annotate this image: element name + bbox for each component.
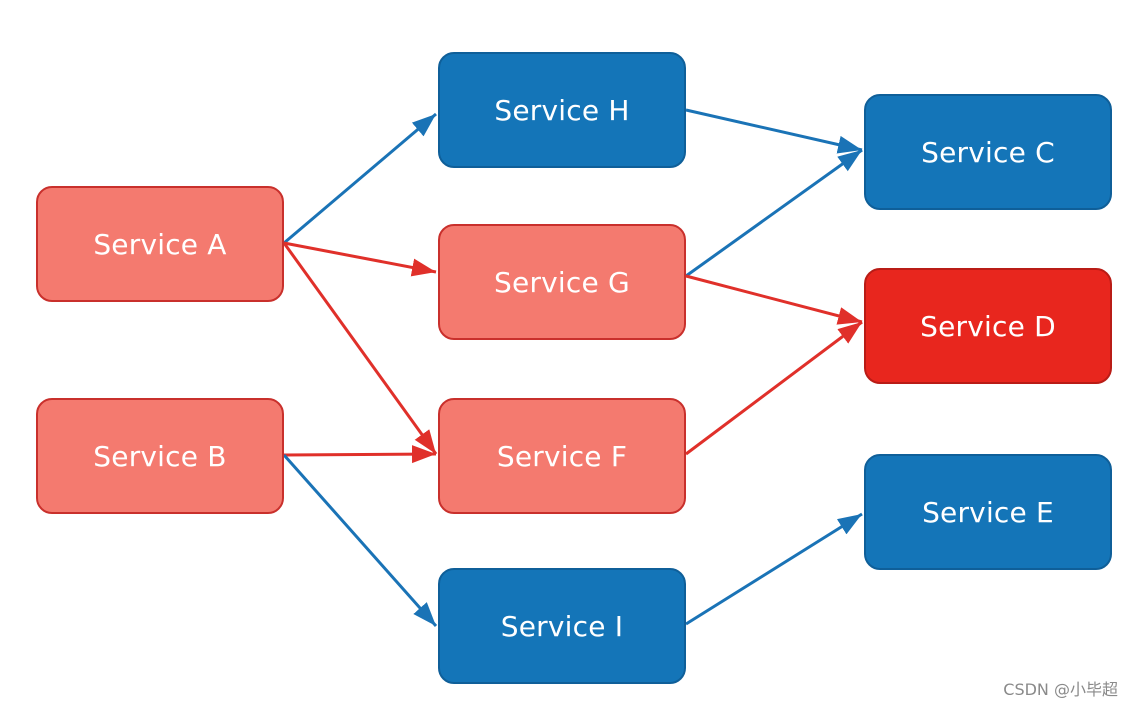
service-i-node: Service I — [438, 568, 686, 684]
service-b-node: Service B — [36, 398, 284, 514]
service-d-label: Service D — [920, 309, 1056, 343]
edge-i-to-e — [685, 512, 863, 626]
service-d-node: Service D — [864, 268, 1112, 384]
edge-a-to-g — [283, 241, 437, 277]
service-e-node: Service E — [864, 454, 1112, 570]
edge-g-to-c — [685, 148, 863, 278]
service-c-label: Service C — [921, 135, 1055, 169]
service-f-label: Service F — [496, 439, 628, 473]
service-a-label: Service A — [93, 227, 227, 261]
edge-f-to-d — [685, 320, 863, 456]
edge-g-to-d — [685, 274, 863, 325]
edge-b-to-i — [282, 454, 438, 627]
edge-b-to-f — [283, 445, 437, 464]
edge-a-to-f — [282, 242, 438, 455]
service-f-node: Service F — [438, 398, 686, 514]
service-g-node: Service G — [438, 224, 686, 340]
edge-a-to-h — [283, 112, 437, 245]
edges-layer — [282, 108, 863, 627]
service-h-label: Service H — [494, 93, 630, 127]
service-i-label: Service I — [500, 609, 624, 643]
edge-h-to-c — [685, 108, 863, 154]
watermark: CSDN @小毕超 — [1003, 680, 1118, 699]
service-h-node: Service H — [438, 52, 686, 168]
service-b-label: Service B — [93, 439, 227, 473]
service-c-node: Service C — [864, 94, 1112, 210]
service-g-label: Service G — [494, 265, 630, 299]
service-e-label: Service E — [922, 495, 1054, 529]
service-a-node: Service A — [36, 186, 284, 302]
